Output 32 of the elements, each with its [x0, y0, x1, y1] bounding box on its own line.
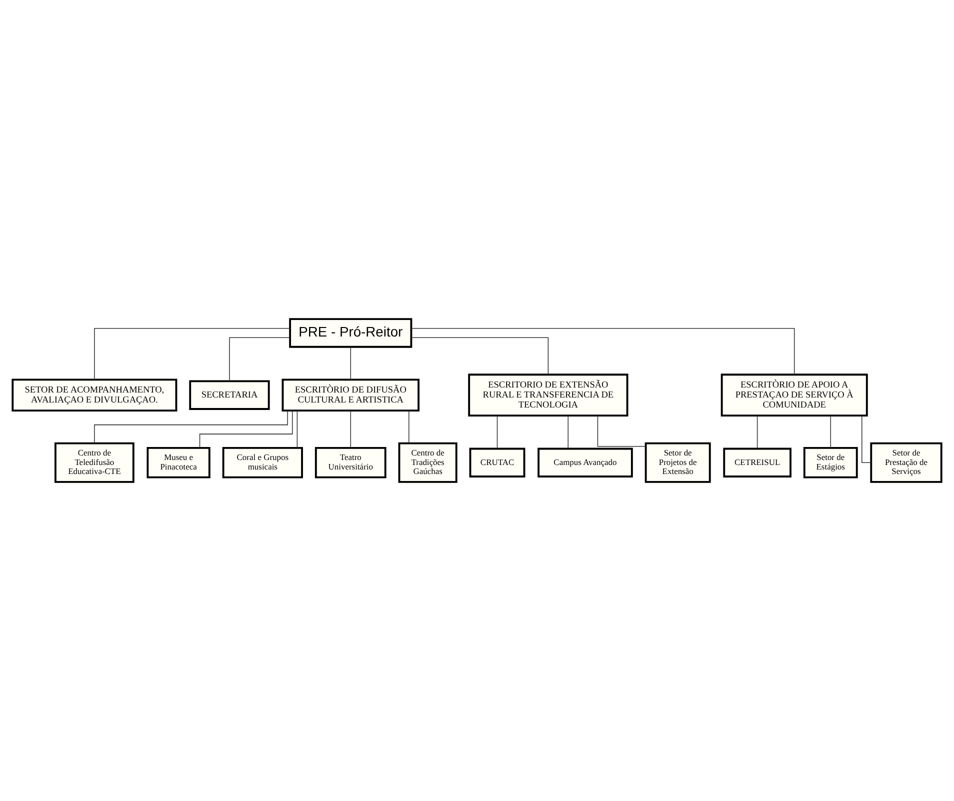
connector — [408, 410, 410, 444]
connector — [411, 328, 795, 375]
connector — [756, 415, 758, 449]
node-box: Centro de Tradições Gaúchas — [398, 442, 458, 483]
node-box: SECRETARIA — [189, 380, 270, 410]
connector — [350, 346, 352, 380]
node-box: SETOR DE ACOMPANHAMENTO, AVALIAÇAO E DIVULGAÇAO. — [12, 378, 178, 412]
node-box: ESCRITÒRIO DE DIFUSÃO CULTURAL E ARTISTICA — [282, 378, 420, 412]
node-box: ESCRITORIO DE EXTENSÃO RURAL E TRANSFERENCIA DE TECNOLOGIA — [468, 374, 628, 417]
node-box: CETREISUL — [723, 448, 792, 478]
node-box: PRE - Pró-Reitor — [289, 318, 412, 348]
connector — [229, 337, 290, 382]
connector — [597, 415, 646, 447]
connector — [350, 410, 352, 448]
connector — [410, 337, 549, 375]
node-box: Coral e Grupos musicais — [222, 447, 303, 478]
node-box: Museu e Pinacoteca — [146, 447, 210, 478]
node-box: ESCRITÒRIO DE APOIO A PRESTAÇAO DE SERVIÇO À COMUNIDADE — [720, 374, 868, 417]
connector — [496, 415, 498, 449]
node-box: Centro de Teledifusão Educativa-CTE — [54, 442, 134, 483]
node-box: Campus Avançado — [538, 448, 633, 478]
connector — [296, 410, 298, 448]
node-box: Setor de Projetos de Extensão — [644, 442, 711, 483]
connector — [94, 410, 288, 444]
node-box: Setor de Estágios — [803, 447, 858, 478]
node-box: Setor de Prestação de Serviços — [870, 442, 942, 483]
connector — [94, 328, 290, 380]
connector — [830, 415, 831, 448]
node-box: CRUTAC — [469, 448, 526, 478]
connector — [199, 410, 293, 448]
connector — [862, 415, 872, 463]
node-box: Teatro Universitário — [314, 447, 386, 478]
